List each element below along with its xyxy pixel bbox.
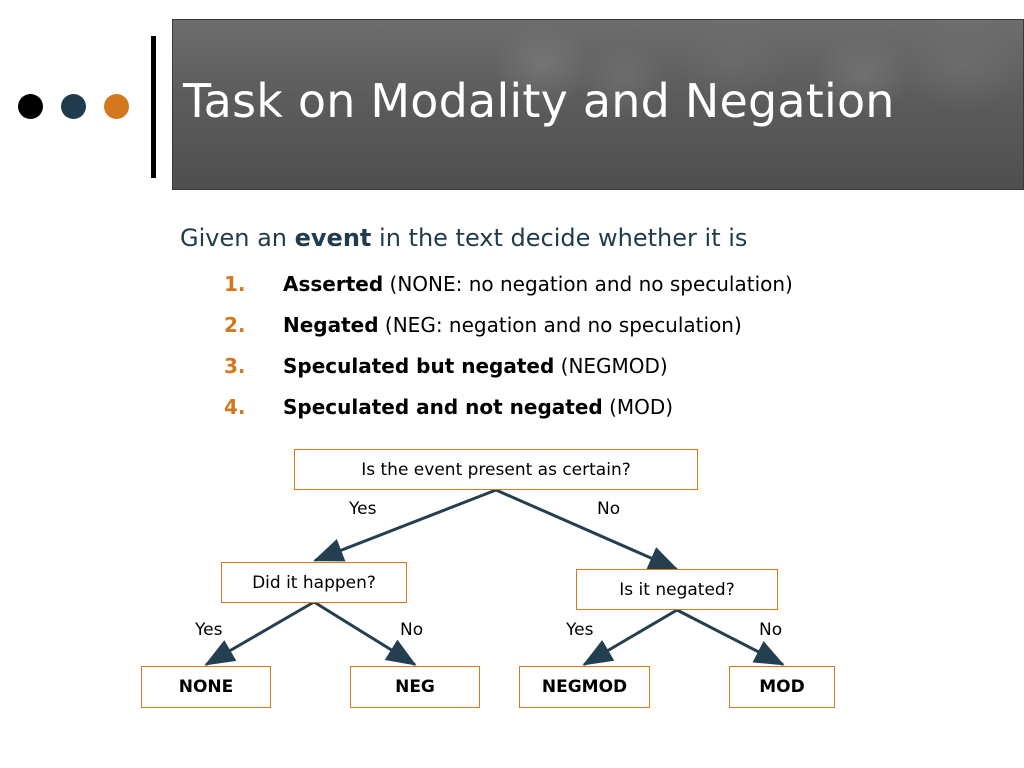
intro-suffix: in the text decide whether it is (371, 224, 748, 252)
right-question-box: Is it negated? (576, 569, 778, 610)
bullet-dot-navy (61, 94, 86, 119)
leaf-neg: NEG (350, 666, 480, 708)
bullet-dot-orange (104, 94, 129, 119)
option-number: 2. (224, 313, 246, 337)
edge-right-no (675, 608, 785, 666)
bullet-dot-black (18, 94, 43, 119)
leaf-mod: MOD (729, 666, 835, 708)
option-text: Speculated and not negated (MOD) (283, 395, 674, 419)
edge-label-root-yes: Yes (349, 499, 377, 519)
left-question-box: Did it happen? (221, 562, 407, 603)
edge-root-no (494, 488, 679, 571)
edge-label-left-yes: Yes (195, 620, 223, 640)
option-text: Negated (NEG: negation and no speculatio… (283, 313, 742, 337)
option-number: 3. (224, 354, 246, 378)
edge-label-root-no: No (597, 499, 621, 519)
edge-label-right-no: No (759, 620, 783, 640)
option-text: Asserted (NONE: no negation and no specu… (283, 272, 793, 296)
vertical-divider (151, 36, 156, 178)
root-question-box: Is the event present as certain? (294, 449, 698, 490)
edge-left-yes (204, 600, 316, 666)
leaf-negmod: NEGMOD (519, 666, 650, 708)
edge-label-left-no: No (400, 620, 424, 640)
intro-prefix: Given an (180, 224, 295, 252)
title-banner: Task on Modality and Negation (172, 19, 1024, 190)
leaf-none: NONE (141, 666, 271, 708)
intro-bold: event (294, 224, 372, 252)
option-text: Speculated but negated (NEGMOD) (283, 354, 668, 378)
edge-label-right-yes: Yes (566, 620, 594, 640)
option-number: 4. (224, 395, 246, 419)
edge-root-yes (313, 488, 498, 562)
option-number: 1. (224, 272, 246, 296)
edge-left-no (312, 600, 417, 666)
slide-title: Task on Modality and Negation (183, 74, 895, 128)
intro-text: Given an event in the text decide whethe… (180, 224, 747, 252)
edge-right-yes (582, 608, 679, 666)
